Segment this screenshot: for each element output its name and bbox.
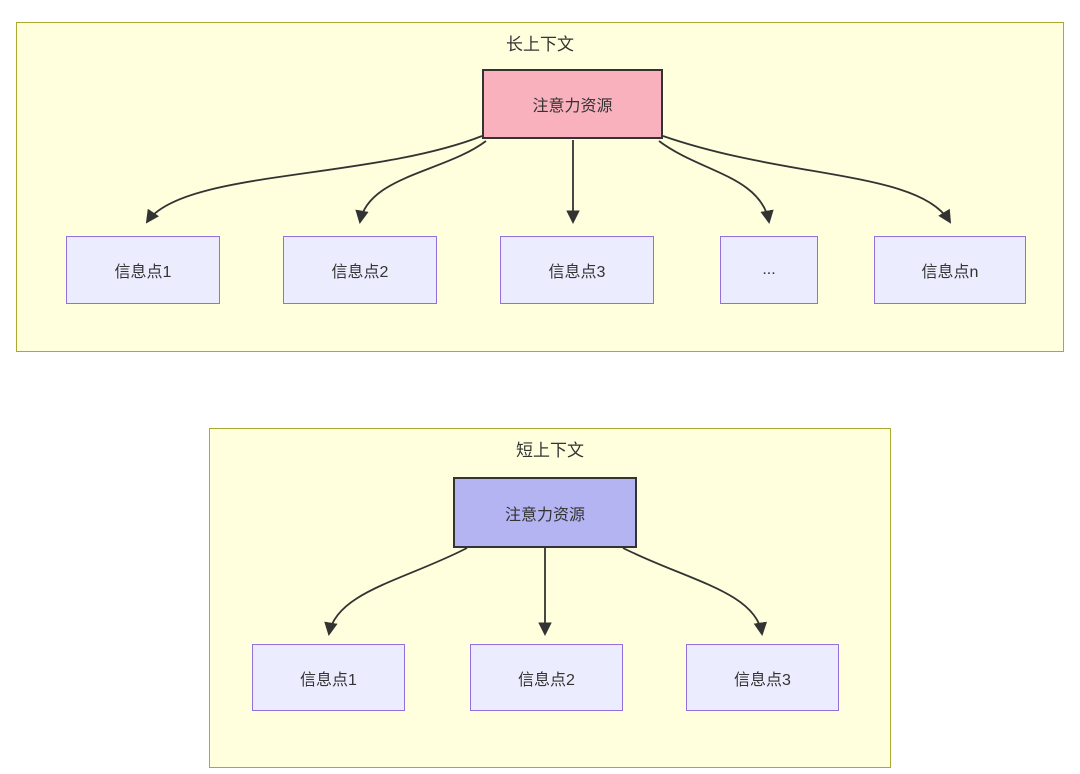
cluster-short-context-title: 短上下文 xyxy=(516,441,584,460)
node-long-info3-label: 信息点3 xyxy=(548,264,606,281)
node-long-info2-label: 信息点2 xyxy=(331,264,389,281)
node-short-attention-resource-label: 注意力资源 xyxy=(504,506,585,524)
node-short-info1: 信息点1 xyxy=(252,644,405,711)
node-long-info3: 信息点3 xyxy=(500,236,654,304)
node-long-attention-resource: 注意力资源 xyxy=(482,69,663,139)
node-long-infon-label: 信息点n xyxy=(921,264,979,281)
node-long-infon: 信息点n xyxy=(874,236,1026,304)
cluster-long-context-title: 长上下文 xyxy=(506,35,574,54)
node-short-info3: 信息点3 xyxy=(686,644,839,711)
node-long-attention-resource-label: 注意力资源 xyxy=(532,98,613,115)
node-long-info1: 信息点1 xyxy=(66,236,220,304)
node-long-info2: 信息点2 xyxy=(283,236,437,304)
node-short-info2: 信息点2 xyxy=(470,644,623,711)
node-short-info3-label: 信息点3 xyxy=(734,671,791,689)
node-long-info1-label: 信息点1 xyxy=(114,264,172,281)
node-short-info2-label: 信息点2 xyxy=(518,671,575,689)
node-long-info-ellipsis-label: ... xyxy=(762,261,776,278)
node-short-info1-label: 信息点1 xyxy=(300,671,357,689)
node-short-attention-resource: 注意力资源 xyxy=(453,477,637,548)
node-long-info-ellipsis: ... xyxy=(720,236,818,304)
